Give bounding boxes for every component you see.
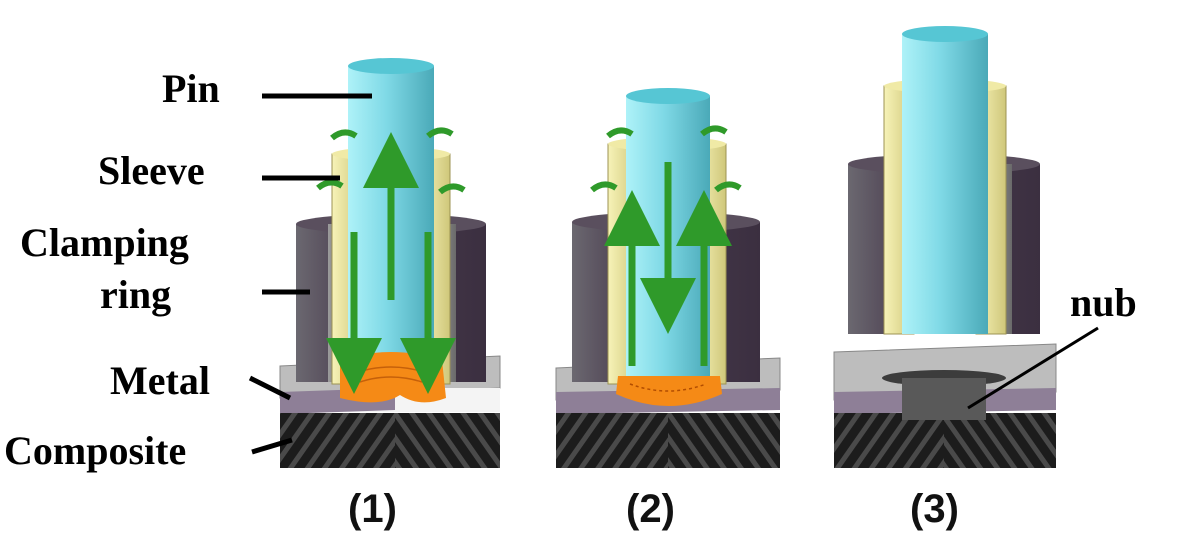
stage-3-group: [833, 26, 1057, 468]
rotation-arrow-2b: [700, 125, 728, 137]
pin-top-1: [348, 58, 434, 74]
composite-block-1: [280, 413, 395, 468]
label-composite: Composite: [4, 428, 186, 473]
label-sleeve: Sleeve: [98, 148, 205, 193]
rotation-arrow-2c: [590, 181, 618, 193]
stage-label-2: (2): [626, 487, 675, 531]
label-pin: Pin: [162, 66, 220, 111]
composite-block-2: [556, 413, 668, 468]
stage-2-group: [555, 88, 781, 468]
label-ring: ring: [100, 272, 171, 317]
stage-label-1: (1): [348, 487, 397, 531]
rotation-arrow-1b: [426, 127, 454, 139]
nub-shape: [902, 378, 986, 420]
composite-block-2b: [668, 413, 780, 468]
rotation-arrow-2a: [606, 127, 634, 139]
label-metal: Metal: [110, 358, 210, 403]
composite-block-3: [834, 413, 944, 468]
labels-group: Pin Sleeve Clamping ring Metal Composite…: [4, 66, 1137, 531]
rotation-arrow-2d: [714, 181, 742, 193]
rotation-arrow-1a: [330, 129, 358, 141]
weld-dots-2: [629, 383, 707, 392]
pin-top-2: [626, 88, 710, 104]
label-nub: nub: [1070, 280, 1137, 325]
rotation-arrow-1d: [438, 183, 466, 195]
pin-3: [902, 34, 988, 334]
pin-top-3: [902, 26, 988, 42]
composite-block-3b: [944, 413, 1056, 468]
weld-zone-2: [616, 376, 722, 406]
leader-metal: [248, 375, 292, 401]
leader-composite: [251, 437, 293, 455]
rotation-arrow-1c: [316, 179, 344, 191]
leader-nub: [967, 326, 1099, 410]
stage-1-group: [279, 58, 501, 468]
label-clamping: Clamping: [20, 220, 189, 265]
composite-block-1b: [395, 413, 500, 468]
stage-label-3: (3): [910, 487, 959, 531]
